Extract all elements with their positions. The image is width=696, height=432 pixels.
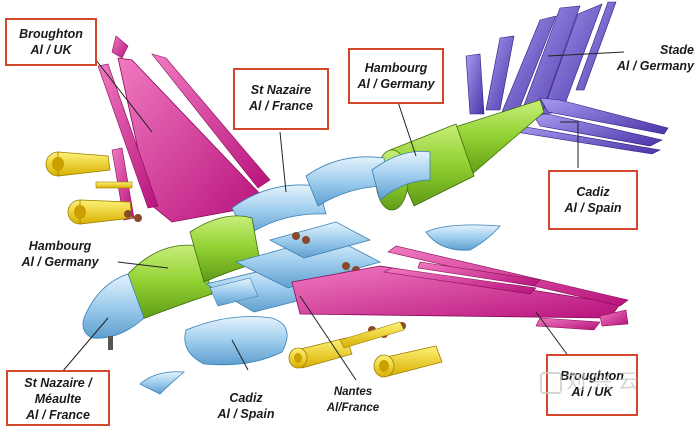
label-broughton-bottom-line2: Al / UK: [571, 385, 613, 399]
right-wing-tip: [599, 309, 629, 327]
engine-lower-2: [373, 345, 443, 378]
label-cadiz-bottom: Cadiz Al / Spain: [204, 390, 288, 426]
leader-hambourg-left: [117, 261, 169, 269]
tail-fin-6: [575, 1, 617, 91]
vertical-tail: [465, 1, 617, 119]
label-st-nazaire-meaulte-line3: Al / France: [26, 408, 90, 422]
watermark-text: 刘兴云: [566, 369, 644, 393]
label-hambourg-left: Hambourg Al / Germany: [2, 238, 118, 274]
label-st-nazaire-meaulte-line2: Méaulte: [34, 392, 82, 406]
belly-parts: [139, 224, 501, 395]
label-hambourg-top: Hambourg Al / Germany: [348, 48, 444, 104]
label-st-nazaire-top-line1: St Nazaire: [250, 83, 312, 97]
stab-1: [539, 97, 669, 135]
leader-cadiz-bottom: [231, 339, 249, 371]
upper-panel-3: [371, 151, 431, 201]
floor-panel-3: [268, 221, 372, 259]
label-hambourg-top-line1: Hambourg: [364, 61, 428, 75]
leader-broughton-top: [95, 59, 153, 133]
tail-fin-4: [485, 35, 515, 111]
label-st-nazaire-meaulte: St Nazaire / Méaulte Al / France: [6, 370, 110, 426]
label-hambourg-top-line2: Al / Germany: [357, 77, 435, 91]
leader-st-nazaire-top: [279, 131, 287, 193]
leader-st-nazaire-meaulte: [61, 317, 109, 373]
label-broughton-bottom-line1: Broughton: [560, 369, 624, 383]
left-engines: [45, 151, 133, 225]
pylon-upper-1: [95, 181, 133, 189]
leader-stade: [547, 51, 625, 57]
nose-cone: [82, 273, 145, 339]
label-cadiz-bottom-line2: Al / Spain: [217, 407, 275, 421]
fwd-blue-panel: [209, 277, 259, 307]
label-broughton-top-line1: Broughton: [19, 27, 83, 41]
label-st-nazaire-top-line2: Al / France: [249, 99, 313, 113]
right-wing-main: [291, 265, 621, 319]
label-stade-line2: Al / Germany: [616, 59, 694, 73]
right-wing-flap-2: [535, 317, 601, 331]
label-stade: Stade Al / Germany: [594, 42, 694, 78]
small-fairing: [139, 371, 186, 395]
left-wing-rear-panel: [151, 53, 271, 189]
nose-gear: [108, 336, 113, 350]
engine-lower-1: [288, 337, 353, 369]
tail-fin-5: [465, 53, 485, 115]
label-nantes-line1: Nantes: [333, 386, 373, 398]
label-hambourg-left-line1: Hambourg: [28, 239, 92, 253]
left-wing-tip: [111, 35, 129, 59]
leader-nantes: [299, 295, 357, 381]
left-wing-slat-1: [97, 63, 159, 209]
label-cadiz-right-line1: Cadiz: [576, 185, 610, 199]
label-cadiz-bottom-line1: Cadiz: [229, 391, 263, 405]
watermark: 刘兴云: [540, 366, 688, 396]
label-broughton-top: Broughton Al / UK: [5, 18, 97, 66]
leader-hambourg-top: [395, 95, 417, 157]
nose-section: [82, 273, 145, 350]
right-wing-slat-2: [383, 267, 537, 295]
label-hambourg-left-line2: Al / Germany: [21, 255, 99, 269]
engine-upper-1: [45, 151, 111, 177]
label-broughton-bottom: Broughton Al / UK: [546, 354, 638, 416]
left-wing: [97, 35, 271, 223]
radome-part: [425, 224, 501, 251]
watermark-logo-icon: [540, 371, 562, 394]
label-st-nazaire-meaulte-line1: St Nazaire /: [24, 376, 92, 390]
engine-upper-2: [67, 199, 133, 225]
label-nantes-line2: Al/France: [326, 402, 380, 414]
right-wing: [291, 245, 629, 331]
leader-cadiz-right: [560, 121, 579, 168]
label-nantes: Nantes Al/France: [316, 384, 390, 420]
leader-lines: [61, 51, 625, 381]
label-cadiz-right-line2: Al / Spain: [564, 201, 622, 215]
pylon-lower-1: [339, 321, 405, 349]
right-engines: [288, 321, 443, 378]
label-broughton-top-line2: Al / UK: [30, 43, 72, 57]
upper-panel-1: [231, 184, 327, 237]
label-stade-line1: Stade: [659, 43, 694, 57]
label-st-nazaire-top: St Nazaire Al / France: [233, 68, 329, 130]
right-wing-flap-1: [417, 261, 541, 287]
label-cadiz-right: Cadiz Al / Spain: [548, 170, 638, 230]
belly-fairing: [184, 316, 288, 366]
upper-fuselage-panels: [231, 151, 431, 237]
